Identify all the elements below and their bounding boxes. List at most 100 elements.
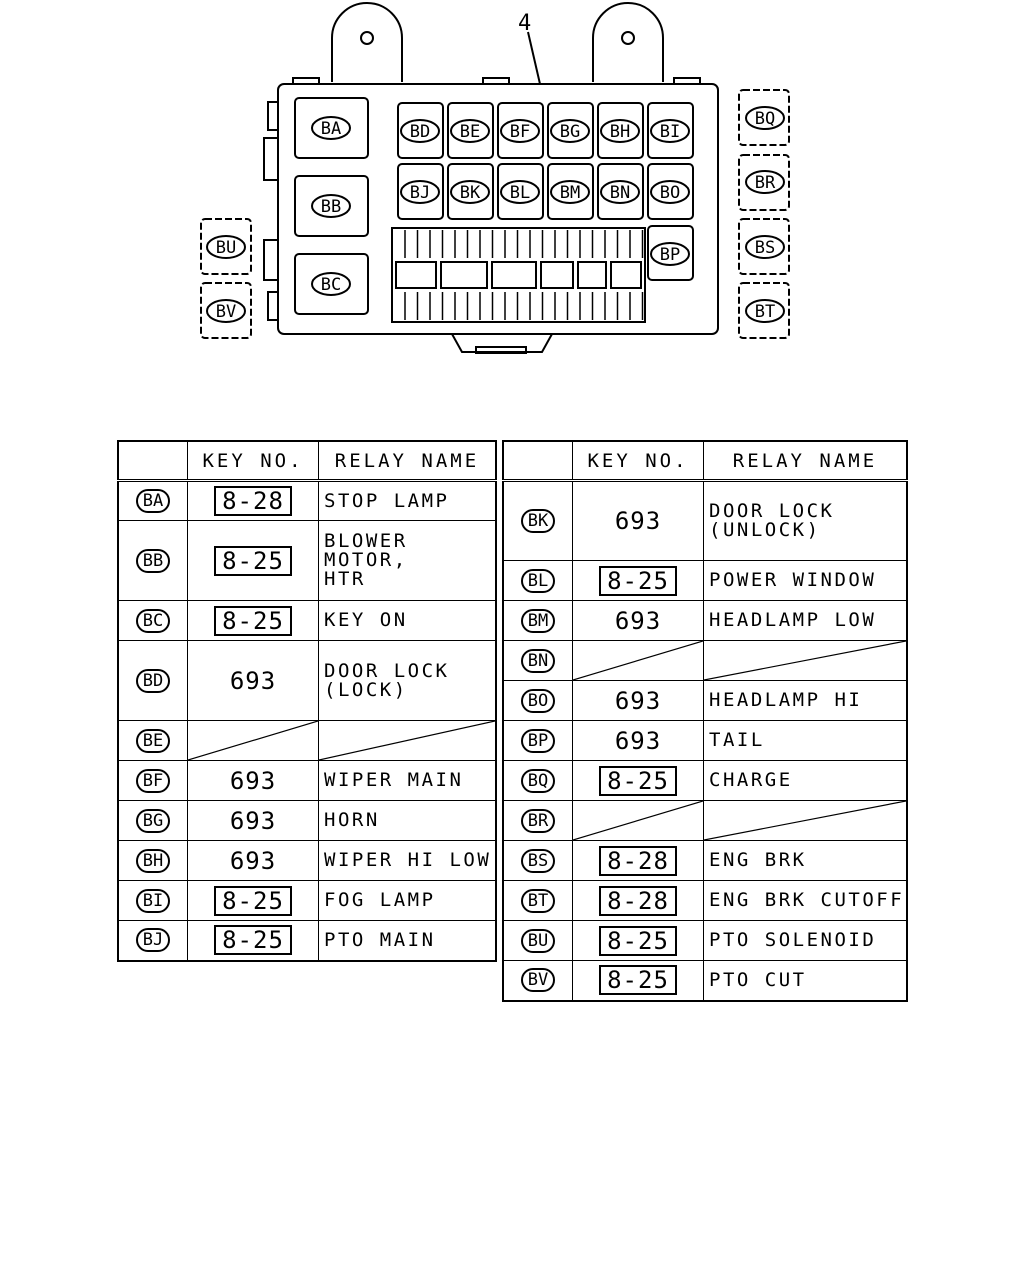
key-no-cell: 8-28	[572, 880, 704, 921]
key-no: 693	[229, 666, 277, 695]
relay-code-bn: BN	[600, 180, 640, 204]
relay-code-cell: BM	[502, 600, 573, 641]
relay-code-bm: BM	[550, 180, 590, 204]
code-label: BN	[610, 183, 630, 203]
code-label: BM	[560, 183, 580, 203]
relay-code-cell: BN	[502, 640, 573, 681]
relay-name: ENG BRK CUTOFF	[709, 889, 905, 911]
table-row: BN	[502, 640, 908, 681]
relay-code: BJ	[135, 928, 171, 953]
relay-code-cell: BF	[117, 760, 188, 801]
relay-code-cell: BG	[117, 800, 188, 841]
relay-code-cell: BP	[502, 720, 573, 761]
key-no-cell: 693	[572, 600, 704, 641]
code-label: BT	[755, 302, 775, 322]
relay-code: BN	[520, 648, 556, 673]
relay-code: BV	[520, 968, 556, 993]
key-no: 8-28	[599, 885, 677, 916]
relay-name-cell: STOP LAMP	[318, 480, 497, 521]
relay-code: BL	[520, 568, 556, 593]
relay-code-cell: BA	[117, 480, 188, 521]
relay-code: BO	[520, 688, 556, 713]
relay-name: BLOWER MOTOR, HTR	[324, 530, 408, 590]
key-no: 8-25	[214, 605, 292, 636]
code-oval	[600, 180, 640, 204]
key-no: 8-28	[599, 845, 677, 876]
relay-name-cell: PTO SOLENOID	[703, 920, 908, 961]
code-label: BG	[560, 122, 580, 142]
code-label: BH	[610, 122, 630, 142]
code-label: BK	[460, 183, 481, 203]
table-row: BU 8-25 PTO SOLENOID	[502, 920, 908, 961]
code-label: BI	[660, 122, 680, 142]
relay-code-cell: BS	[502, 840, 573, 881]
relay-code: BR	[520, 808, 556, 833]
code-label: BR	[755, 173, 776, 193]
relay-name: TAIL	[709, 729, 765, 751]
key-no: 693	[614, 686, 662, 715]
relay-name-cell: KEY ON	[318, 600, 497, 641]
relay-code-cell: BD	[117, 640, 188, 721]
relay-code-cell: BR	[502, 800, 573, 841]
key-no: 8-25	[599, 565, 677, 596]
code-oval	[550, 180, 590, 204]
relay-code-bi: BI	[650, 119, 690, 143]
code-label: BJ	[410, 183, 430, 203]
key-no-cell: 8-25	[187, 600, 319, 641]
key-no-cell: 693	[572, 480, 704, 561]
relay-code-bu: BU	[206, 235, 246, 259]
code-label: BQ	[755, 109, 775, 129]
relay-name-cell	[703, 640, 908, 681]
header-relay-name: RELAY NAME	[703, 440, 908, 482]
code-oval	[745, 170, 785, 194]
relay-name: WIPER HI LOW	[324, 849, 492, 871]
table-row: BR	[502, 800, 908, 841]
relay-name: DOOR LOCK (UNLOCK)	[709, 500, 835, 541]
relay-code: BF	[135, 768, 171, 793]
relay-code: BK	[520, 509, 556, 533]
relay-code-cell: BU	[502, 920, 573, 961]
header-relay-name: RELAY NAME	[318, 440, 497, 482]
relay-name-cell: DOOR LOCK (LOCK)	[318, 640, 497, 721]
header-key-no: KEY NO.	[187, 440, 319, 482]
key-no-cell	[572, 800, 704, 841]
relay-code-bg: BG	[550, 119, 590, 143]
key-no: 8-25	[599, 925, 677, 956]
relay-name: PTO SOLENOID	[709, 929, 877, 951]
key-no: 8-25	[599, 765, 677, 796]
relay-code-bd: BD	[400, 119, 440, 143]
relay-code-bl: BL	[500, 180, 540, 204]
mount-hole-right	[621, 31, 635, 45]
header-code	[117, 440, 188, 482]
relay-code-bh: BH	[600, 119, 640, 143]
code-oval	[745, 235, 785, 259]
relay-code: BQ	[520, 768, 556, 793]
bottom-latch	[451, 333, 553, 353]
code-label: BF	[510, 122, 530, 142]
relay-code: BP	[520, 728, 556, 753]
code-label: BD	[410, 122, 430, 142]
key-no-cell	[187, 720, 319, 761]
key-no-cell: 8-25	[187, 520, 319, 601]
empty-slash	[573, 641, 703, 680]
empty-slash	[704, 641, 906, 680]
relay-code: BU	[520, 928, 556, 953]
code-label: BL	[510, 183, 530, 203]
relay-code-cell: BQ	[502, 760, 573, 801]
relay-code-cell: BH	[117, 840, 188, 881]
relay-name-cell: DOOR LOCK (UNLOCK)	[703, 480, 908, 561]
relay-code: BS	[520, 848, 556, 873]
code-oval	[206, 299, 246, 323]
key-no: 8-25	[214, 885, 292, 916]
code-label: BE	[460, 122, 480, 142]
table-row: BD 693 DOOR LOCK (LOCK)	[117, 640, 497, 721]
empty-slash	[319, 721, 495, 760]
